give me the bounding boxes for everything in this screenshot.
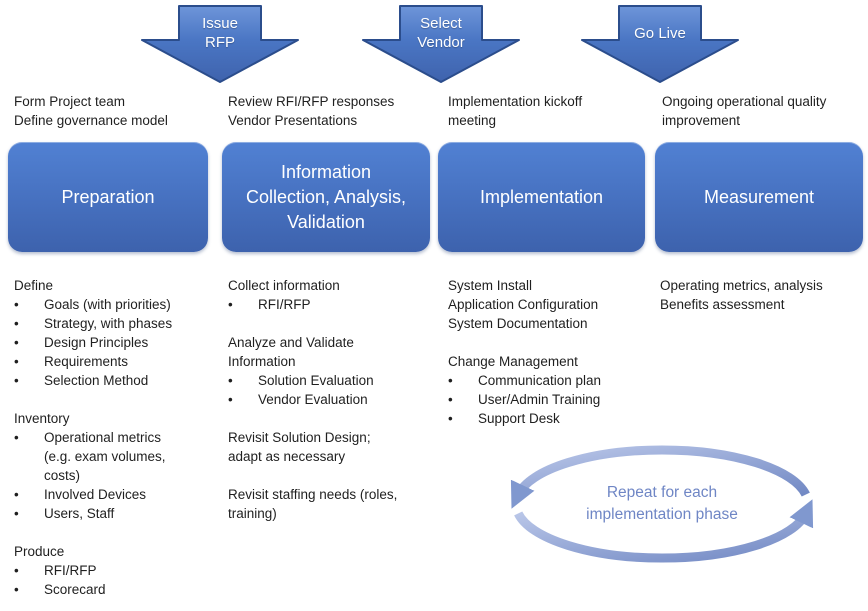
bullet-icon: • (14, 316, 19, 331)
down-arrow-icon (581, 5, 739, 83)
bullet-item: • Communication plan (448, 371, 650, 390)
section-heading: Revisit Solution Design; adapt as necess… (228, 430, 371, 464)
section-heading: Collect information (228, 278, 340, 293)
bullet-icon: • (14, 297, 19, 312)
section-heading: Produce (14, 544, 65, 559)
bullet-item: • Scorecard (14, 580, 219, 599)
bullet-text: Strategy, with phases (44, 316, 173, 331)
bullet-item: • Solution Evaluation (228, 371, 436, 390)
annotation-implementation: Implementation kickoff meeting (448, 94, 583, 128)
annotation-preparation: Form Project team Define governance mode… (14, 94, 168, 128)
section-heading: Define (14, 278, 54, 293)
callout-go-live: Go Live (580, 4, 740, 84)
bullet-text: Scorecard (44, 582, 106, 597)
section-define: Define • Goals (with priorities) • Strateg… (14, 276, 219, 390)
bullet-text: Goals (with priorities) (44, 297, 171, 312)
callout-label: Go Live (634, 24, 686, 42)
bullet-item: • Design Principles (14, 333, 219, 352)
bullet-icon: • (228, 373, 233, 388)
bullet-text: Communication plan (478, 373, 602, 388)
bullet-text: Vendor Evaluation (258, 392, 368, 407)
section-produce: Produce • RFI/RFP • Scorecard (14, 542, 219, 599)
bullet-text: RFI/RFP (44, 563, 97, 578)
section-collect-information: Collect information • RFI/RFP (228, 276, 436, 314)
bullet-icon: • (14, 373, 19, 388)
bullet-item: • Requirements (14, 352, 219, 371)
section-system-install: System Install Application Configuration… (448, 276, 650, 333)
section-operating-metrics: Operating metrics, analysis Benefits ass… (660, 276, 860, 314)
detail-column-preparation: Define • Goals (with priorities) • Strateg… (14, 276, 219, 599)
section-revisit-solution-design: Revisit Solution Design; adapt as necess… (228, 428, 436, 466)
section-change-management: Change Management • Communication plan • U… (448, 352, 650, 428)
section-heading: Change Management (448, 354, 578, 369)
phase-box-implementation: Implementation (438, 142, 645, 252)
bullet-text: Design Principles (44, 335, 149, 350)
down-arrow-icon (141, 5, 299, 83)
bullet-icon: • (14, 430, 19, 445)
detail-column-implementation: System Install Application Configuration… (448, 276, 650, 428)
bullet-icon: • (14, 335, 19, 350)
phase-box-measurement: Measurement (655, 142, 863, 252)
bullet-item: • Vendor Evaluation (228, 390, 436, 409)
annotation-information: Review RFI/RFP responses Vendor Presenta… (228, 94, 395, 128)
bullet-icon: • (448, 373, 453, 388)
bullet-icon: • (14, 563, 19, 578)
bullet-item: • RFI/RFP (228, 295, 436, 314)
section-revisit-staffing: Revisit staffing needs (roles, training) (228, 485, 436, 523)
callout-label: Select Vendor (417, 15, 465, 51)
bullet-item: • Strategy, with phases (14, 314, 219, 333)
phase-box-information: Information Collection, Analysis, Valida… (222, 142, 430, 252)
bullet-text: Requirements (44, 354, 129, 369)
bullet-icon: • (14, 354, 19, 369)
phase-box-preparation: Preparation (8, 142, 208, 252)
section-heading: Revisit staffing needs (roles, training) (228, 487, 398, 521)
bullet-item: • Operational metrics (e.g. exam volumes,… (14, 428, 219, 485)
bullet-item: • Goals (with priorities) (14, 295, 219, 314)
bullet-text: User/Admin Training (478, 392, 601, 407)
section-analyze-validate: Analyze and Validate Information • Soluti… (228, 333, 436, 409)
callout-issue-rfp: Issue RFP (140, 4, 300, 84)
bullet-text: Involved Devices (44, 487, 147, 502)
bullet-text: Selection Method (44, 373, 149, 388)
section-inventory: Inventory • Operational metrics (e.g. exa… (14, 409, 219, 523)
callout-label: Issue RFP (202, 15, 238, 51)
bullet-item: • User/Admin Training (448, 390, 650, 409)
callout-select-vendor: Select Vendor (361, 4, 521, 84)
bullet-text: Solution Evaluation (258, 373, 374, 388)
bullet-item: • Support Desk (448, 409, 650, 428)
bullet-icon: • (14, 487, 19, 502)
section-heading: System Install Application Configuration… (448, 278, 599, 331)
bullet-text: Operational metrics (e.g. exam volumes, … (44, 430, 166, 483)
section-heading: Operating metrics, analysis Benefits ass… (660, 278, 823, 312)
bullet-text: Support Desk (478, 411, 560, 426)
bullet-item: • Users, Staff (14, 504, 219, 523)
bullet-item: • Selection Method (14, 371, 219, 390)
bullet-icon: • (228, 392, 233, 407)
section-heading: Inventory (14, 411, 70, 426)
bullet-icon: • (448, 392, 453, 407)
bullet-text: RFI/RFP (258, 297, 311, 312)
cycle-arrows-icon (510, 445, 814, 563)
bullet-item: • Involved Devices (14, 485, 219, 504)
repeat-cycle: Repeat for each implementation phase (503, 441, 821, 567)
bullet-icon: • (228, 297, 233, 312)
bullet-icon: • (14, 582, 19, 597)
bullet-text: Users, Staff (44, 506, 115, 521)
detail-column-measurement: Operating metrics, analysis Benefits ass… (660, 276, 860, 314)
annotation-measurement: Ongoing operational quality improvement (662, 94, 827, 128)
down-arrow-icon (362, 5, 520, 83)
bullet-icon: • (448, 411, 453, 426)
bullet-item: • RFI/RFP (14, 561, 219, 580)
bullet-icon: • (14, 506, 19, 521)
cycle-label: Repeat for each implementation phase (586, 484, 738, 523)
detail-column-information: Collect information • RFI/RFP Analyze and… (228, 276, 436, 523)
section-heading: Analyze and Validate Information (228, 335, 354, 369)
